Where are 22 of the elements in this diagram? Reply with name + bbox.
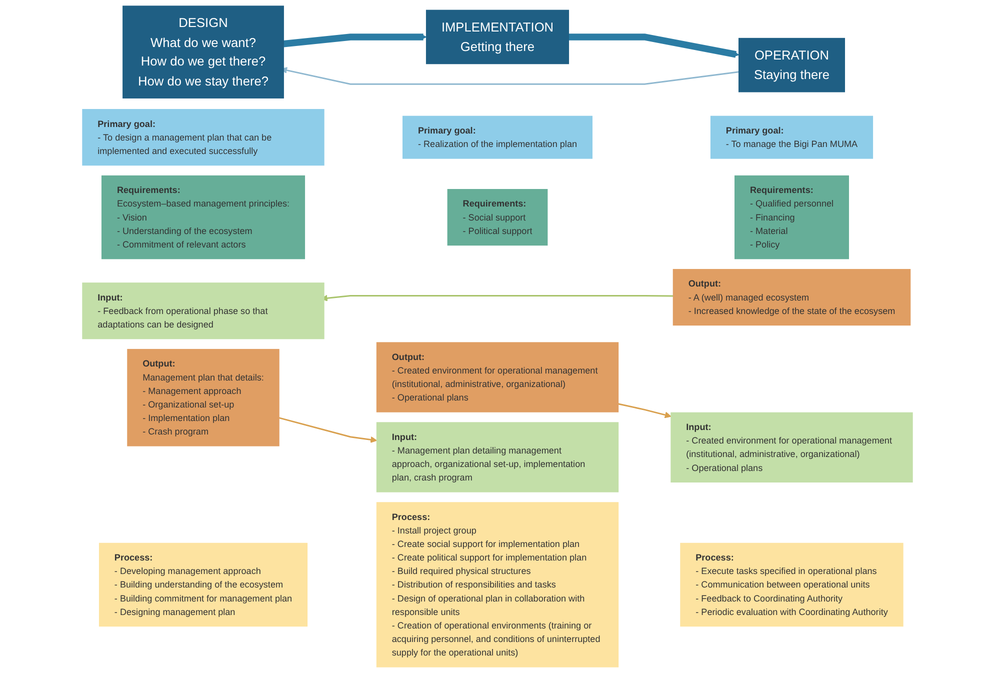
node-box: Primary goal: - To manage the Bigi Pan MUMA	[710, 116, 874, 159]
node-box: Process: - Execute tasks specified in operational plans - Communication between operational units - Feedback to Coordinating Authority - Periodic evaluation with Coordinating Authority	[680, 542, 904, 627]
node-box: Process: - Install project group - Create social support for implementation plan - Create political support for implementation plan - Build required physical structures - Distribution of responsibilities and tasks - Design of operational plan in collaboration with responsible units - Creation of operational environments (training or acquiring personnel, and conditions of uninterrupted supply for the operational units)	[376, 502, 619, 668]
node-box: IMPLEMENTATION Getting there	[426, 10, 570, 64]
node-box: Output: - A (well) managed ecosystem - Increased knowledge of the state of the ecosysem	[672, 268, 911, 326]
node-box: Input: - Feedback from operational phase so that adaptations can be designed	[82, 282, 324, 340]
node-box: Requirements: - Qualified personnel - Financing - Material - Policy	[734, 175, 849, 260]
node-box: Primary goal: - Realization of the implementation plan	[402, 116, 592, 159]
node-box: Requirements: Ecosystem–based management principles: - Vision - Understanding of the ecosystem - Commitment of relevant actors	[101, 175, 306, 260]
node-box: Input: - Management plan detailing management approach, organizational set-up, implementation plan, crash program	[376, 422, 619, 492]
node-box: Primary goal: - To design a management plan that can be implemented and executed successfully	[82, 109, 324, 166]
arrow	[618, 403, 672, 418]
arrow	[283, 34, 427, 48]
node-box: Process: - Developing management approach - Building understanding of the ecosystem - Building commitment for management plan - Designing management plan	[98, 542, 308, 627]
node-box: Output: Management plan that details: - Management approach - Organizational set-up - Implementation plan - Crash program	[127, 348, 280, 446]
node-box: Output: - Created environment for operational management (institutional, administrative, organizational) - Operational plans	[376, 342, 619, 412]
node-box: Requirements: - Social support - Political support	[447, 189, 548, 246]
arrow	[568, 34, 740, 58]
node-box: OPERATION Staying there	[738, 38, 846, 92]
arrow	[278, 417, 378, 443]
node-box: DESIGN What do we want? How do we get there? How do we stay there?	[122, 6, 284, 98]
node-box: Input: - Created environment for operational management (institutional, administrative, organizational) - Operational plans	[670, 412, 913, 482]
